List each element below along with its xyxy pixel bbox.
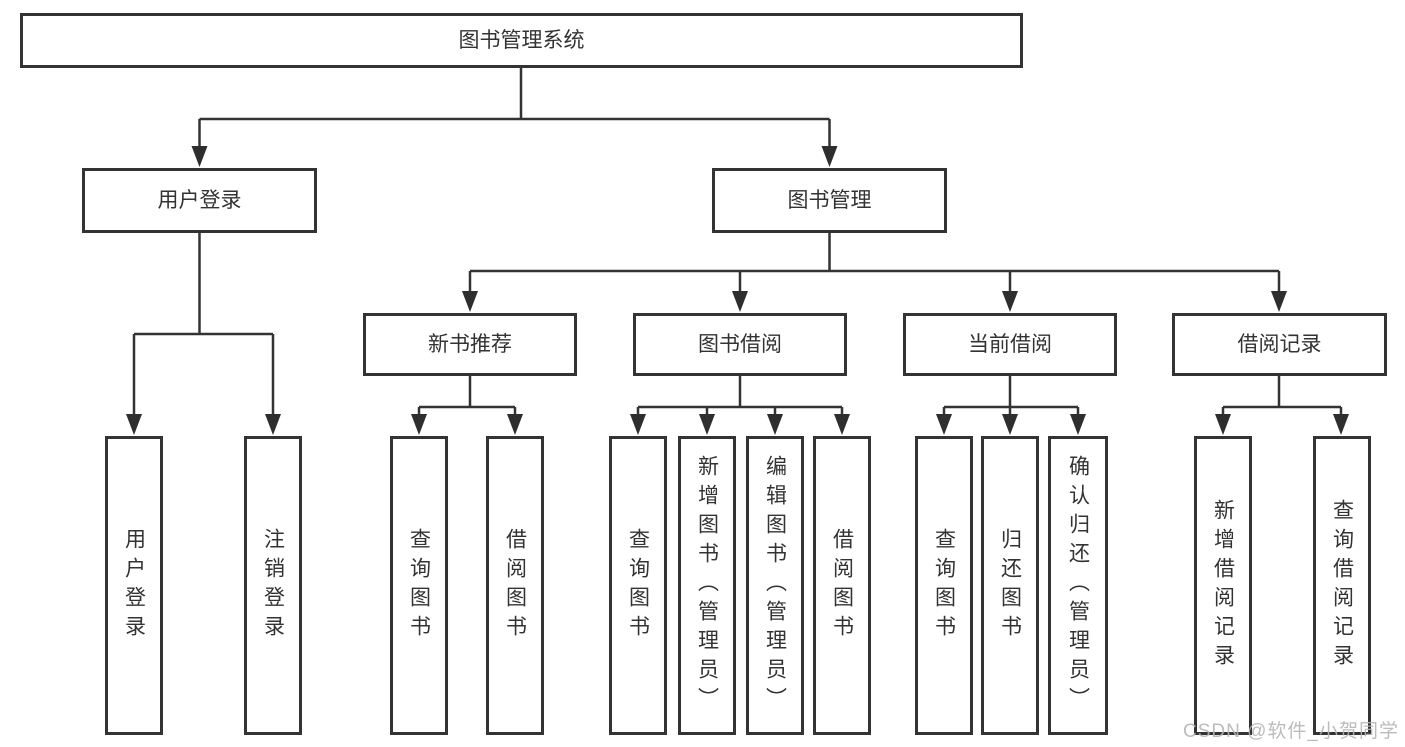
leaf-logout: 注销登录: [244, 436, 302, 735]
leaf-add-book-admin: 新增图书（管理员）: [678, 436, 736, 735]
arrowhead-icons: [126, 146, 1349, 435]
arrow-down-icon: [699, 414, 715, 435]
node-label: 查询图书: [932, 527, 956, 644]
arrow-down-icon: [1215, 414, 1231, 435]
node-book-management: 图书管理: [712, 168, 947, 233]
arrow-down-icon: [507, 414, 523, 435]
arrow-down-icon: [1002, 414, 1018, 435]
node-label: 查询图书: [626, 527, 650, 644]
arrow-down-icon: [732, 291, 748, 312]
leaf-add-borrow-record: 新增借阅记录: [1194, 436, 1252, 735]
leaf-edit-book-admin: 编辑图书（管理员）: [746, 436, 804, 735]
node-label: 图书借阅: [698, 333, 782, 356]
arrow-down-icon: [630, 414, 646, 435]
leaf-return-book: 归还图书: [981, 436, 1039, 735]
node-label: 借阅图书: [830, 527, 854, 644]
connector-new-book-recommend-to-leaves: [417, 376, 517, 418]
node-label: 图书管理系统: [458, 29, 585, 52]
node-label: 借阅记录: [1237, 333, 1322, 356]
arrow-down-icon: [767, 414, 783, 435]
connector-book-borrowing-to-leaves: [636, 376, 844, 418]
node-label: 编辑图书（管理员）: [763, 455, 787, 716]
node-label: 查询图书: [407, 527, 431, 644]
arrow-down-icon: [1002, 291, 1018, 312]
arrow-down-icon: [126, 414, 142, 435]
leaf-query-books-recommend: 查询图书: [390, 436, 448, 735]
arrow-down-icon: [834, 414, 850, 435]
node-user-login: 用户登录: [82, 168, 317, 233]
arrow-down-icon: [462, 291, 478, 312]
arrow-down-icon: [1333, 414, 1349, 435]
leaf-confirm-return-admin: 确认归还（管理员）: [1048, 436, 1108, 735]
leaf-query-books-current: 查询图书: [915, 436, 973, 735]
connector-borrowing-records-to-leaves: [1221, 376, 1343, 418]
node-library-management-system: 图书管理系统: [20, 13, 1023, 68]
node-label: 新书推荐: [428, 333, 512, 356]
arrow-down-icon: [411, 414, 427, 435]
connector-user-login-to-leaves: [132, 233, 275, 418]
leaf-user-login: 用户登录: [105, 436, 163, 735]
node-label: 图书管理: [787, 189, 872, 212]
node-borrowing-records: 借阅记录: [1172, 313, 1387, 376]
node-label: 注销登录: [261, 527, 285, 644]
connector-current-borrowing-to-leaves: [942, 376, 1080, 418]
arrow-down-icon: [1271, 291, 1287, 312]
leaf-borrow-books-recommend: 借阅图书: [486, 436, 544, 735]
node-label: 当前借阅: [968, 333, 1052, 356]
node-label: 用户登录: [122, 527, 146, 644]
connector-root-to-level2: [198, 68, 831, 150]
arrow-down-icon: [191, 146, 208, 167]
node-label: 归还图书: [998, 527, 1022, 644]
arrow-down-icon: [265, 414, 281, 435]
node-new-book-recommend: 新书推荐: [363, 313, 577, 376]
node-label: 新增借阅记录: [1211, 498, 1235, 673]
node-label: 确认归还（管理员）: [1066, 455, 1090, 716]
node-label: 查询借阅记录: [1330, 498, 1354, 673]
node-label: 新增图书（管理员）: [695, 455, 719, 716]
node-label: 借阅图书: [503, 527, 527, 644]
node-book-borrowing: 图书借阅: [633, 313, 847, 376]
watermark-csdn: CSDN @软件_小贺同学: [1183, 721, 1399, 742]
node-label: 用户登录: [157, 189, 242, 212]
leaf-query-borrow-record: 查询借阅记录: [1313, 436, 1371, 735]
arrow-down-icon: [936, 414, 952, 435]
arrow-down-icon: [1070, 414, 1086, 435]
connector-book-management-to-level3: [468, 233, 1281, 295]
node-current-borrowing: 当前借阅: [903, 313, 1117, 376]
arrow-down-icon: [821, 146, 838, 167]
leaf-query-books-borrowing: 查询图书: [609, 436, 667, 735]
leaf-borrow-books-borrowing: 借阅图书: [813, 436, 871, 735]
